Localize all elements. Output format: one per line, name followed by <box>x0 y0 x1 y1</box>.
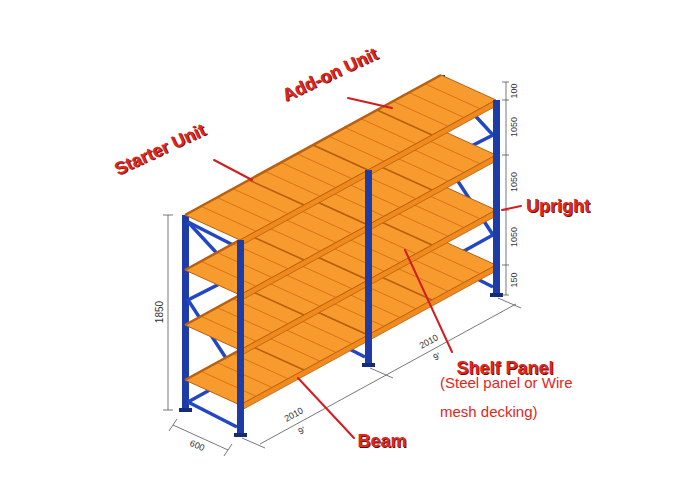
dimension-value: 100 <box>510 82 519 99</box>
dimension-value: 1050 <box>510 171 519 193</box>
dimension-value: 150 <box>510 271 519 288</box>
dimension-tick <box>502 295 509 296</box>
extension-line <box>242 438 265 448</box>
dimension-value: 1050 <box>510 116 519 138</box>
part-callout: Upright <box>526 196 590 217</box>
dimension-value: 600 <box>187 438 206 453</box>
dimension-lines <box>163 82 521 456</box>
base-plate <box>234 433 247 437</box>
dimension-value: 9' <box>431 351 443 363</box>
part-note: (Steel panel or Wire mesh decking) <box>440 369 590 426</box>
dimension-tick <box>163 215 173 216</box>
base-plate <box>490 293 503 297</box>
dimension-value: 2010 <box>417 333 441 351</box>
shelf-level <box>185 75 496 246</box>
dimension-tick <box>163 410 173 411</box>
dimension-tick <box>169 419 177 431</box>
dimension-tick <box>502 265 509 266</box>
leader-line <box>348 98 392 108</box>
height-dimension <box>168 215 169 410</box>
dimension-value: 2010 <box>282 406 306 424</box>
front-upright <box>237 240 244 435</box>
base-plate <box>179 408 192 412</box>
unit-callout: Add-on Unit <box>279 44 381 107</box>
extension-line <box>370 368 393 378</box>
dimension-tick <box>502 155 509 156</box>
leader-line <box>214 160 252 180</box>
bracing-horizontal <box>188 402 237 427</box>
leader-line <box>502 206 521 210</box>
dimension-tick <box>502 82 509 83</box>
front-upright <box>365 170 372 365</box>
dimension-tick <box>224 444 232 456</box>
part-callout: Beam <box>357 431 406 452</box>
dimension-value: 1850 <box>155 300 165 324</box>
dimension-value: 1050 <box>510 226 519 248</box>
level-dimension <box>506 82 507 295</box>
leader-line <box>405 250 452 352</box>
base-plate <box>362 363 375 367</box>
dimension-value: 9' <box>296 425 308 437</box>
unit-callout: Starter Unit <box>111 120 209 180</box>
front-upright <box>493 100 500 295</box>
dimension-tick <box>502 100 509 101</box>
extension-line <box>498 298 521 308</box>
